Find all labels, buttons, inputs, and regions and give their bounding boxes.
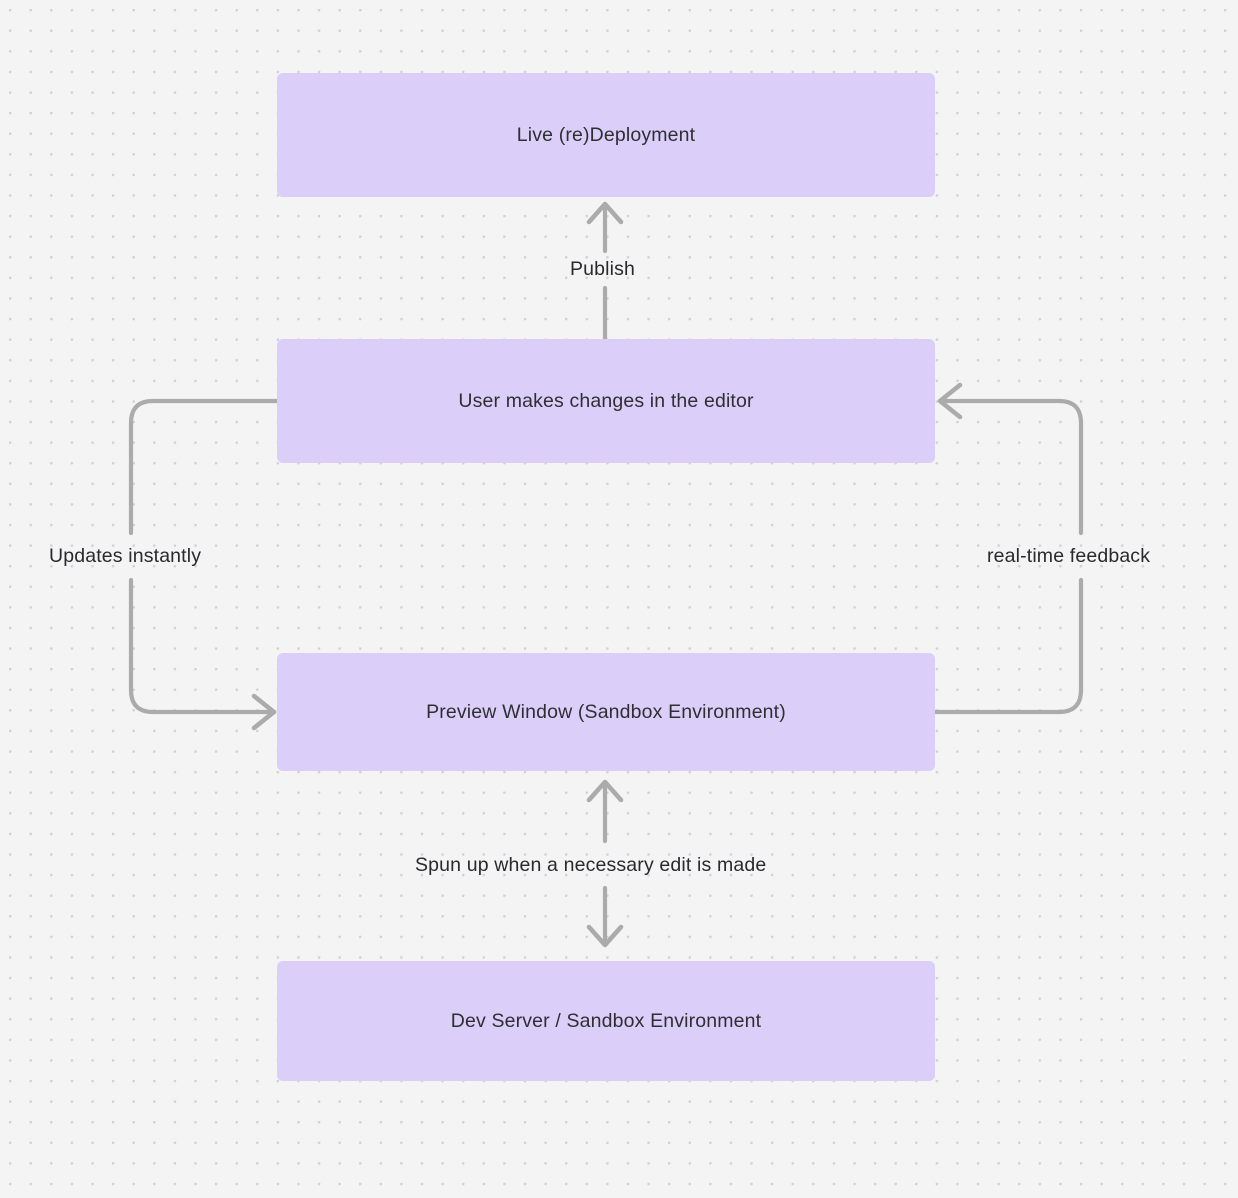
node-dev-server[interactable]: Dev Server / Sandbox Environment: [277, 961, 935, 1081]
node-preview-window-label: Preview Window (Sandbox Environment): [426, 700, 786, 723]
edge-label-spun-up: Spun up when a necessary edit is made: [415, 854, 767, 876]
node-live-deployment-label: Live (re)Deployment: [516, 123, 696, 146]
node-live-deployment[interactable]: Live (re)Deployment: [277, 73, 935, 197]
node-preview-window[interactable]: Preview Window (Sandbox Environment): [277, 653, 935, 771]
node-user-makes-changes[interactable]: User makes changes in the editor: [277, 339, 935, 463]
node-dev-server-label: Dev Server / Sandbox Environment: [450, 1009, 762, 1032]
edge-label-real-time-feedback: real-time feedback: [987, 545, 1151, 567]
edge-label-updates-instantly: Updates instantly: [49, 545, 202, 567]
node-user-makes-changes-label: User makes changes in the editor: [458, 389, 754, 412]
edge-label-publish: Publish: [570, 258, 636, 280]
